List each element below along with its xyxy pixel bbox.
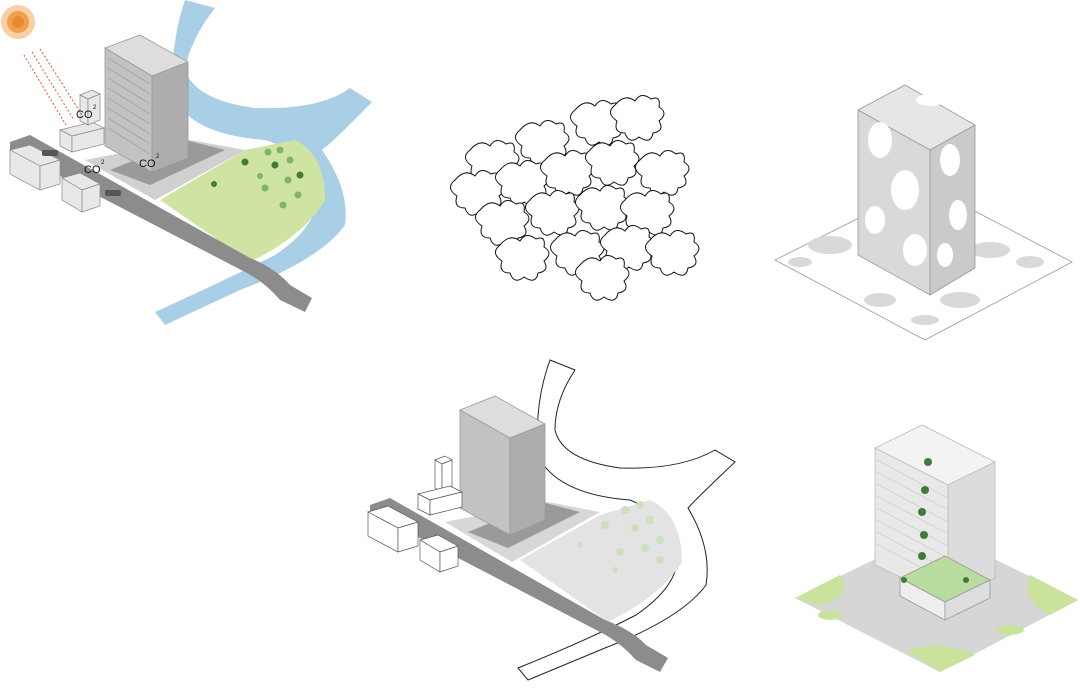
sun-icon xyxy=(1,5,35,39)
panel-green-tower xyxy=(795,424,1078,672)
site-area xyxy=(520,500,682,622)
panel-existing-site: CO 2 CO 2 CO 2 xyxy=(1,0,372,325)
co2-label-a: CO 2 xyxy=(76,105,97,121)
panel-leaf-cluster xyxy=(450,95,700,301)
svg-text:2: 2 xyxy=(156,154,160,160)
co2-label-b: CO 2 xyxy=(84,160,105,176)
co2-label-c: CO 2 xyxy=(139,154,160,170)
park xyxy=(160,140,325,262)
small-buildings xyxy=(9,89,106,213)
ground-greenery xyxy=(795,575,1078,672)
ground-leaves xyxy=(788,236,1044,325)
site-trees xyxy=(577,501,664,573)
svg-text:CO: CO xyxy=(139,158,156,170)
river-outline xyxy=(517,359,736,681)
river xyxy=(155,0,372,325)
panel-leaf-tower xyxy=(774,84,1073,341)
park-trees xyxy=(211,146,304,209)
car-icon xyxy=(42,150,58,156)
svg-text:2: 2 xyxy=(93,105,97,111)
tree-icon xyxy=(901,458,969,583)
leaf-icon xyxy=(450,95,700,301)
sun-rays xyxy=(23,48,83,126)
facade-leaves xyxy=(865,94,967,267)
car-icon xyxy=(105,190,121,196)
small-buildings xyxy=(367,455,464,573)
panel-outline-site xyxy=(367,359,736,681)
svg-text:2: 2 xyxy=(101,160,105,166)
tower xyxy=(459,395,546,536)
tower xyxy=(104,34,189,173)
svg-text:CO: CO xyxy=(76,109,93,121)
svg-text:CO: CO xyxy=(84,164,101,176)
